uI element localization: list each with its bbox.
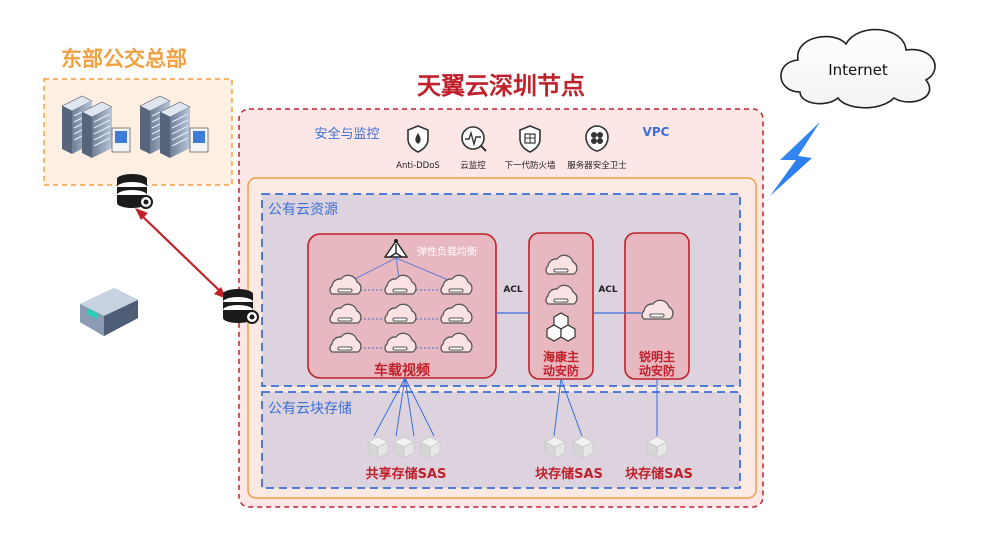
storage-cube-icon [544, 436, 566, 459]
vpc-label: VPC [643, 125, 670, 139]
hikvision-label: 海康主动安防 [542, 350, 579, 378]
security-title: 安全与监控 [314, 126, 379, 142]
internet-label: Internet [828, 61, 888, 79]
monitor-pulse-icon [461, 126, 487, 152]
lightning-icon [770, 122, 820, 196]
storage-links [373, 377, 658, 437]
server-rack-icon [139, 95, 209, 158]
lb-label: 弹性负载均衡 [417, 245, 477, 258]
security-item-label: 下一代防火墙 [504, 160, 556, 171]
block-storage-1-label: 块存储SAS [535, 466, 603, 482]
shield-drop-icon [407, 125, 429, 153]
building-icon [80, 288, 138, 336]
storage-cube-icon [572, 436, 594, 459]
storage-cube-icon [419, 436, 441, 459]
vehicle-video-label: 车载视频 [374, 362, 430, 379]
acl-right-label: ACL [598, 285, 618, 295]
internet-cloud-icon [780, 28, 936, 109]
block-storage-title: 公有云块存储 [268, 401, 352, 417]
acl-left-label: ACL [503, 285, 523, 295]
public-cloud-title: 公有云资源 [268, 202, 338, 218]
firewall-shield-icon [519, 125, 541, 153]
shared-storage-label: 共享存储SAS [366, 466, 447, 482]
hq-title: 东部公交总部 [61, 47, 187, 71]
security-item-label: Anti-DDoS [396, 161, 440, 171]
security-item-label: 云监控 [460, 160, 486, 171]
node-title: 天翼云深圳节点 [417, 72, 585, 100]
ruiming-label: 锐明主动安防 [638, 350, 675, 378]
security-item-label: 服务器安全卫士 [567, 160, 627, 171]
node-database-icon [222, 288, 259, 324]
server-rack-icon [61, 95, 131, 158]
block-storage-2-label: 块存储SAS [625, 466, 693, 482]
load-balancer-icon [383, 239, 409, 258]
connection-arrow [135, 208, 227, 299]
storage-cube-icon [393, 436, 415, 459]
hexagon-cluster-icon [546, 312, 576, 342]
hq-database-icon [116, 173, 153, 209]
server-guard-icon [585, 125, 609, 152]
storage-cube-icon [646, 436, 668, 459]
storage-cube-icon [367, 436, 389, 459]
